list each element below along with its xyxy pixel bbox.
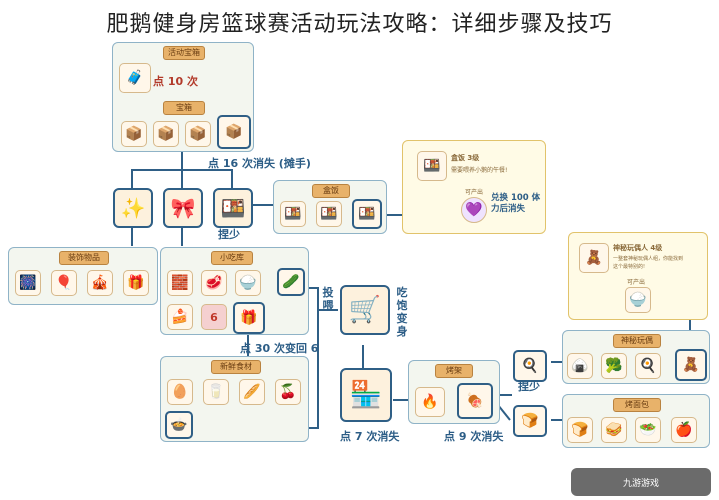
snack-panel: 小吃库 🧱 🥩 🍚 🥒 🍰 6 🎁 xyxy=(160,247,309,335)
decor-2[interactable]: 🎈 xyxy=(51,270,77,296)
lunchbox-item[interactable]: 🍱 xyxy=(213,188,253,228)
decor-4[interactable]: 🎁 xyxy=(123,270,149,296)
info1-line: 需要喂养小鹅的午餐! xyxy=(451,167,508,174)
decor-panel: 装饰物品 🎆 🎈 🎪 🎁 xyxy=(8,247,158,305)
toast-1[interactable]: 🍞 xyxy=(567,417,593,443)
snack-4[interactable]: 🥒 xyxy=(277,268,305,296)
watermark-text: 九游游戏 xyxy=(622,478,659,489)
grill-1[interactable]: 🔥 xyxy=(415,387,445,417)
mystery-3[interactable]: 🍳 xyxy=(635,353,661,379)
pinched-label-2: 捏少 xyxy=(518,380,540,393)
feed-label: 投喂 xyxy=(322,286,334,312)
grill-2[interactable]: 🍖 xyxy=(457,383,493,419)
mystery-info-card: 🧸 神秘玩偶人 4级 一整套神秘玩偶人组，你能找到 这个最特别的! 可产出 🍚 xyxy=(568,232,708,320)
decor-1[interactable]: 🎆 xyxy=(15,270,41,296)
click-30-label: 点 30 次变回 6 xyxy=(240,342,319,355)
branch-item-2[interactable]: 🍞 xyxy=(513,405,547,437)
decor-header: 装饰物品 xyxy=(59,251,109,265)
snack-1[interactable]: 🧱 xyxy=(167,270,193,296)
grill-panel: 烤架 🔥 🍖 xyxy=(408,360,500,424)
chest-panel: 活动宝箱 🧳 点 10 次 宝箱 📦 📦 📦 📦 xyxy=(112,42,254,152)
mystery-2[interactable]: 🥦 xyxy=(601,353,627,379)
stall-item[interactable]: 🏪 xyxy=(340,368,392,422)
fresh-header: 新鲜食材 xyxy=(211,360,261,374)
lunchbox-2[interactable]: 🍱 xyxy=(316,201,342,227)
toast-3[interactable]: 🥗 xyxy=(635,417,661,443)
info1-sub: 可产出 xyxy=(465,189,484,196)
fresh-5[interactable]: 🍲 xyxy=(165,411,193,439)
info1-reward: 兑换 100 体力后消失 xyxy=(491,193,541,214)
page-title: 肥鹅健身房篮球赛活动玩法攻略：详细步骤及技巧 xyxy=(106,12,613,37)
cart-item[interactable]: 🛒 xyxy=(340,285,390,335)
lunchbox-3[interactable]: 🍱 xyxy=(352,199,382,229)
toast-2[interactable]: 🥪 xyxy=(601,417,627,443)
decor-3[interactable]: 🎪 xyxy=(87,270,113,296)
box-item-1[interactable]: 📦 xyxy=(121,121,147,147)
spark-item[interactable]: ✨ xyxy=(113,188,153,228)
info2-sub: 可产出 xyxy=(627,279,646,286)
pinched-label: 捏少 xyxy=(218,228,240,241)
grill-header: 烤架 xyxy=(435,364,473,378)
snack-header: 小吃库 xyxy=(211,251,253,265)
fresh-3[interactable]: 🥖 xyxy=(239,379,265,405)
fresh-2[interactable]: 🥛 xyxy=(203,379,229,405)
energy-icon: 💜 xyxy=(461,197,487,223)
box-header: 宝箱 xyxy=(163,101,205,115)
mystery-panel: 神秘玩偶 🍙 🥦 🍳 🧸 xyxy=(562,330,710,384)
mystery-reward-icon: 🍚 xyxy=(625,287,651,313)
click-10-label: 点 10 次 xyxy=(153,75,198,88)
lunchbox-info-card: 🍱 盒饭 3级 需要喂养小鹅的午餐! 可产出 💜 兑换 100 体力后消失 xyxy=(402,140,546,234)
branch-item-1[interactable]: 🍳 xyxy=(513,350,547,382)
lunchbox-header: 盒饭 xyxy=(312,184,350,198)
mystery-1[interactable]: 🍙 xyxy=(567,353,593,379)
lunchbox-info-icon: 🍱 xyxy=(417,151,447,181)
snack-3[interactable]: 🍚 xyxy=(235,270,261,296)
lunchbox-1[interactable]: 🍱 xyxy=(280,201,306,227)
fresh-4[interactable]: 🍒 xyxy=(275,379,301,405)
eat-label: 吃饱变身 xyxy=(396,286,408,338)
mystery-info-icon: 🧸 xyxy=(579,243,609,273)
mystery-header: 神秘玩偶 xyxy=(613,334,661,348)
info2-line2: 这个最特别的! xyxy=(613,264,646,270)
info2-line1: 一整套神秘玩偶人组，你能找到 xyxy=(613,256,684,262)
mystery-4[interactable]: 🧸 xyxy=(675,349,707,381)
box-item-2[interactable]: 📦 xyxy=(153,121,179,147)
toast-panel: 烤面包 🍞 🥪 🥗 🍎 xyxy=(562,394,710,448)
click-9-label: 点 9 次消失 xyxy=(444,430,504,443)
snack-7[interactable]: 🎁 xyxy=(233,302,265,334)
badge-6: 6 xyxy=(210,310,218,324)
fresh-panel: 新鲜食材 🥚 🥛 🥖 🍒 🍲 xyxy=(160,356,309,442)
watermark-logo: 九游游戏 xyxy=(571,468,711,496)
chest-header: 活动宝箱 xyxy=(163,46,205,60)
click-7-label: 点 7 次消失 xyxy=(340,430,400,443)
decor-item[interactable]: 🎀 xyxy=(163,188,203,228)
snack-2[interactable]: 🥩 xyxy=(201,270,227,296)
chest-icon[interactable]: 🧳 xyxy=(119,63,151,93)
fresh-1[interactable]: 🥚 xyxy=(167,379,193,405)
toast-4[interactable]: 🍎 xyxy=(671,417,697,443)
click-16-label: 点 16 次消失 (摊手) xyxy=(208,157,311,170)
lunchbox-panel: 盒饭 🍱 🍱 🍱 xyxy=(273,180,387,234)
info1-title: 盒饭 3级 xyxy=(451,154,480,162)
info2-title: 神秘玩偶人 4级 xyxy=(613,244,663,252)
snack-5[interactable]: 🍰 xyxy=(167,304,193,330)
toast-header: 烤面包 xyxy=(613,398,661,412)
snack-6[interactable]: 6 xyxy=(201,304,227,330)
box-item-3[interactable]: 📦 xyxy=(185,121,211,147)
box-item-4[interactable]: 📦 xyxy=(217,115,251,149)
